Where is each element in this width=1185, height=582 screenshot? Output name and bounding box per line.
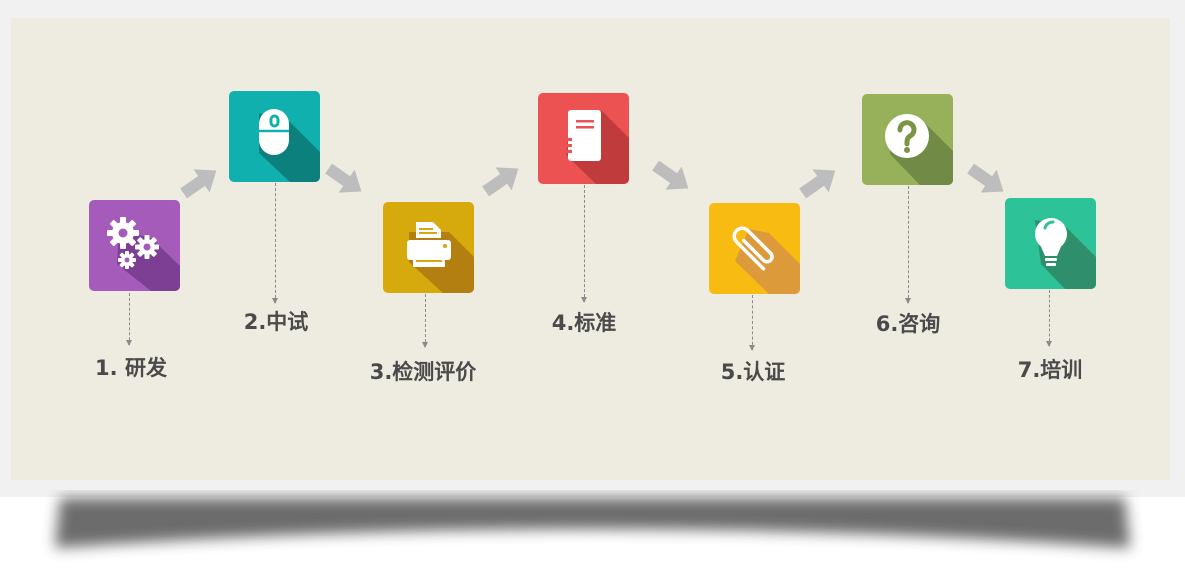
arrow-down-right-icon [652,160,689,190]
step-5-connector [749,295,755,351]
step-5-tile [709,203,800,294]
step-6-label: 6.咨询 [875,312,941,336]
printer-icon [383,202,474,293]
step-3-tile [383,202,474,293]
step-4-tile [538,93,629,184]
arrow-down-right-icon [325,163,362,193]
notebook-icon [538,93,629,184]
step-3-connector [422,294,428,348]
step-1-label: 1. 研发 [95,356,167,380]
mouse-icon [229,91,320,182]
step-6-connector [905,186,911,304]
step-2-tile [229,91,320,182]
step-7-label: 7.培训 [1017,358,1083,382]
arrow-up-right-icon [482,167,519,197]
flow-arrow-2 [323,158,367,202]
step-4-connector [581,185,587,303]
step-7-tile [1005,198,1096,289]
step-6-tile [862,94,953,185]
gears-icon [89,200,180,291]
arrow-down-right-icon [967,163,1004,193]
process-panel [11,18,1170,480]
question-icon [862,94,953,185]
lightbulb-icon [1005,198,1096,289]
flow-arrow-1 [178,160,222,204]
flow-arrow-6 [965,158,1009,202]
step-1-connector [126,293,132,346]
flow-arrow-4 [650,155,694,199]
step-4-label: 4.标准 [551,311,617,335]
flow-arrow-5 [797,160,841,204]
step-2-connector [272,183,278,304]
step-2-label: 2.中试 [243,310,309,334]
step-1-tile [89,200,180,291]
panel-drop-shadow [55,498,1130,548]
flow-arrow-3 [480,158,524,202]
arrow-up-right-icon [799,169,836,199]
paperclip-icon [709,203,800,294]
arrow-up-right-icon [180,169,217,199]
step-7-connector [1046,290,1052,347]
step-5-label: 5.认证 [720,360,786,384]
step-3-label: 3.检测评价 [369,360,477,384]
